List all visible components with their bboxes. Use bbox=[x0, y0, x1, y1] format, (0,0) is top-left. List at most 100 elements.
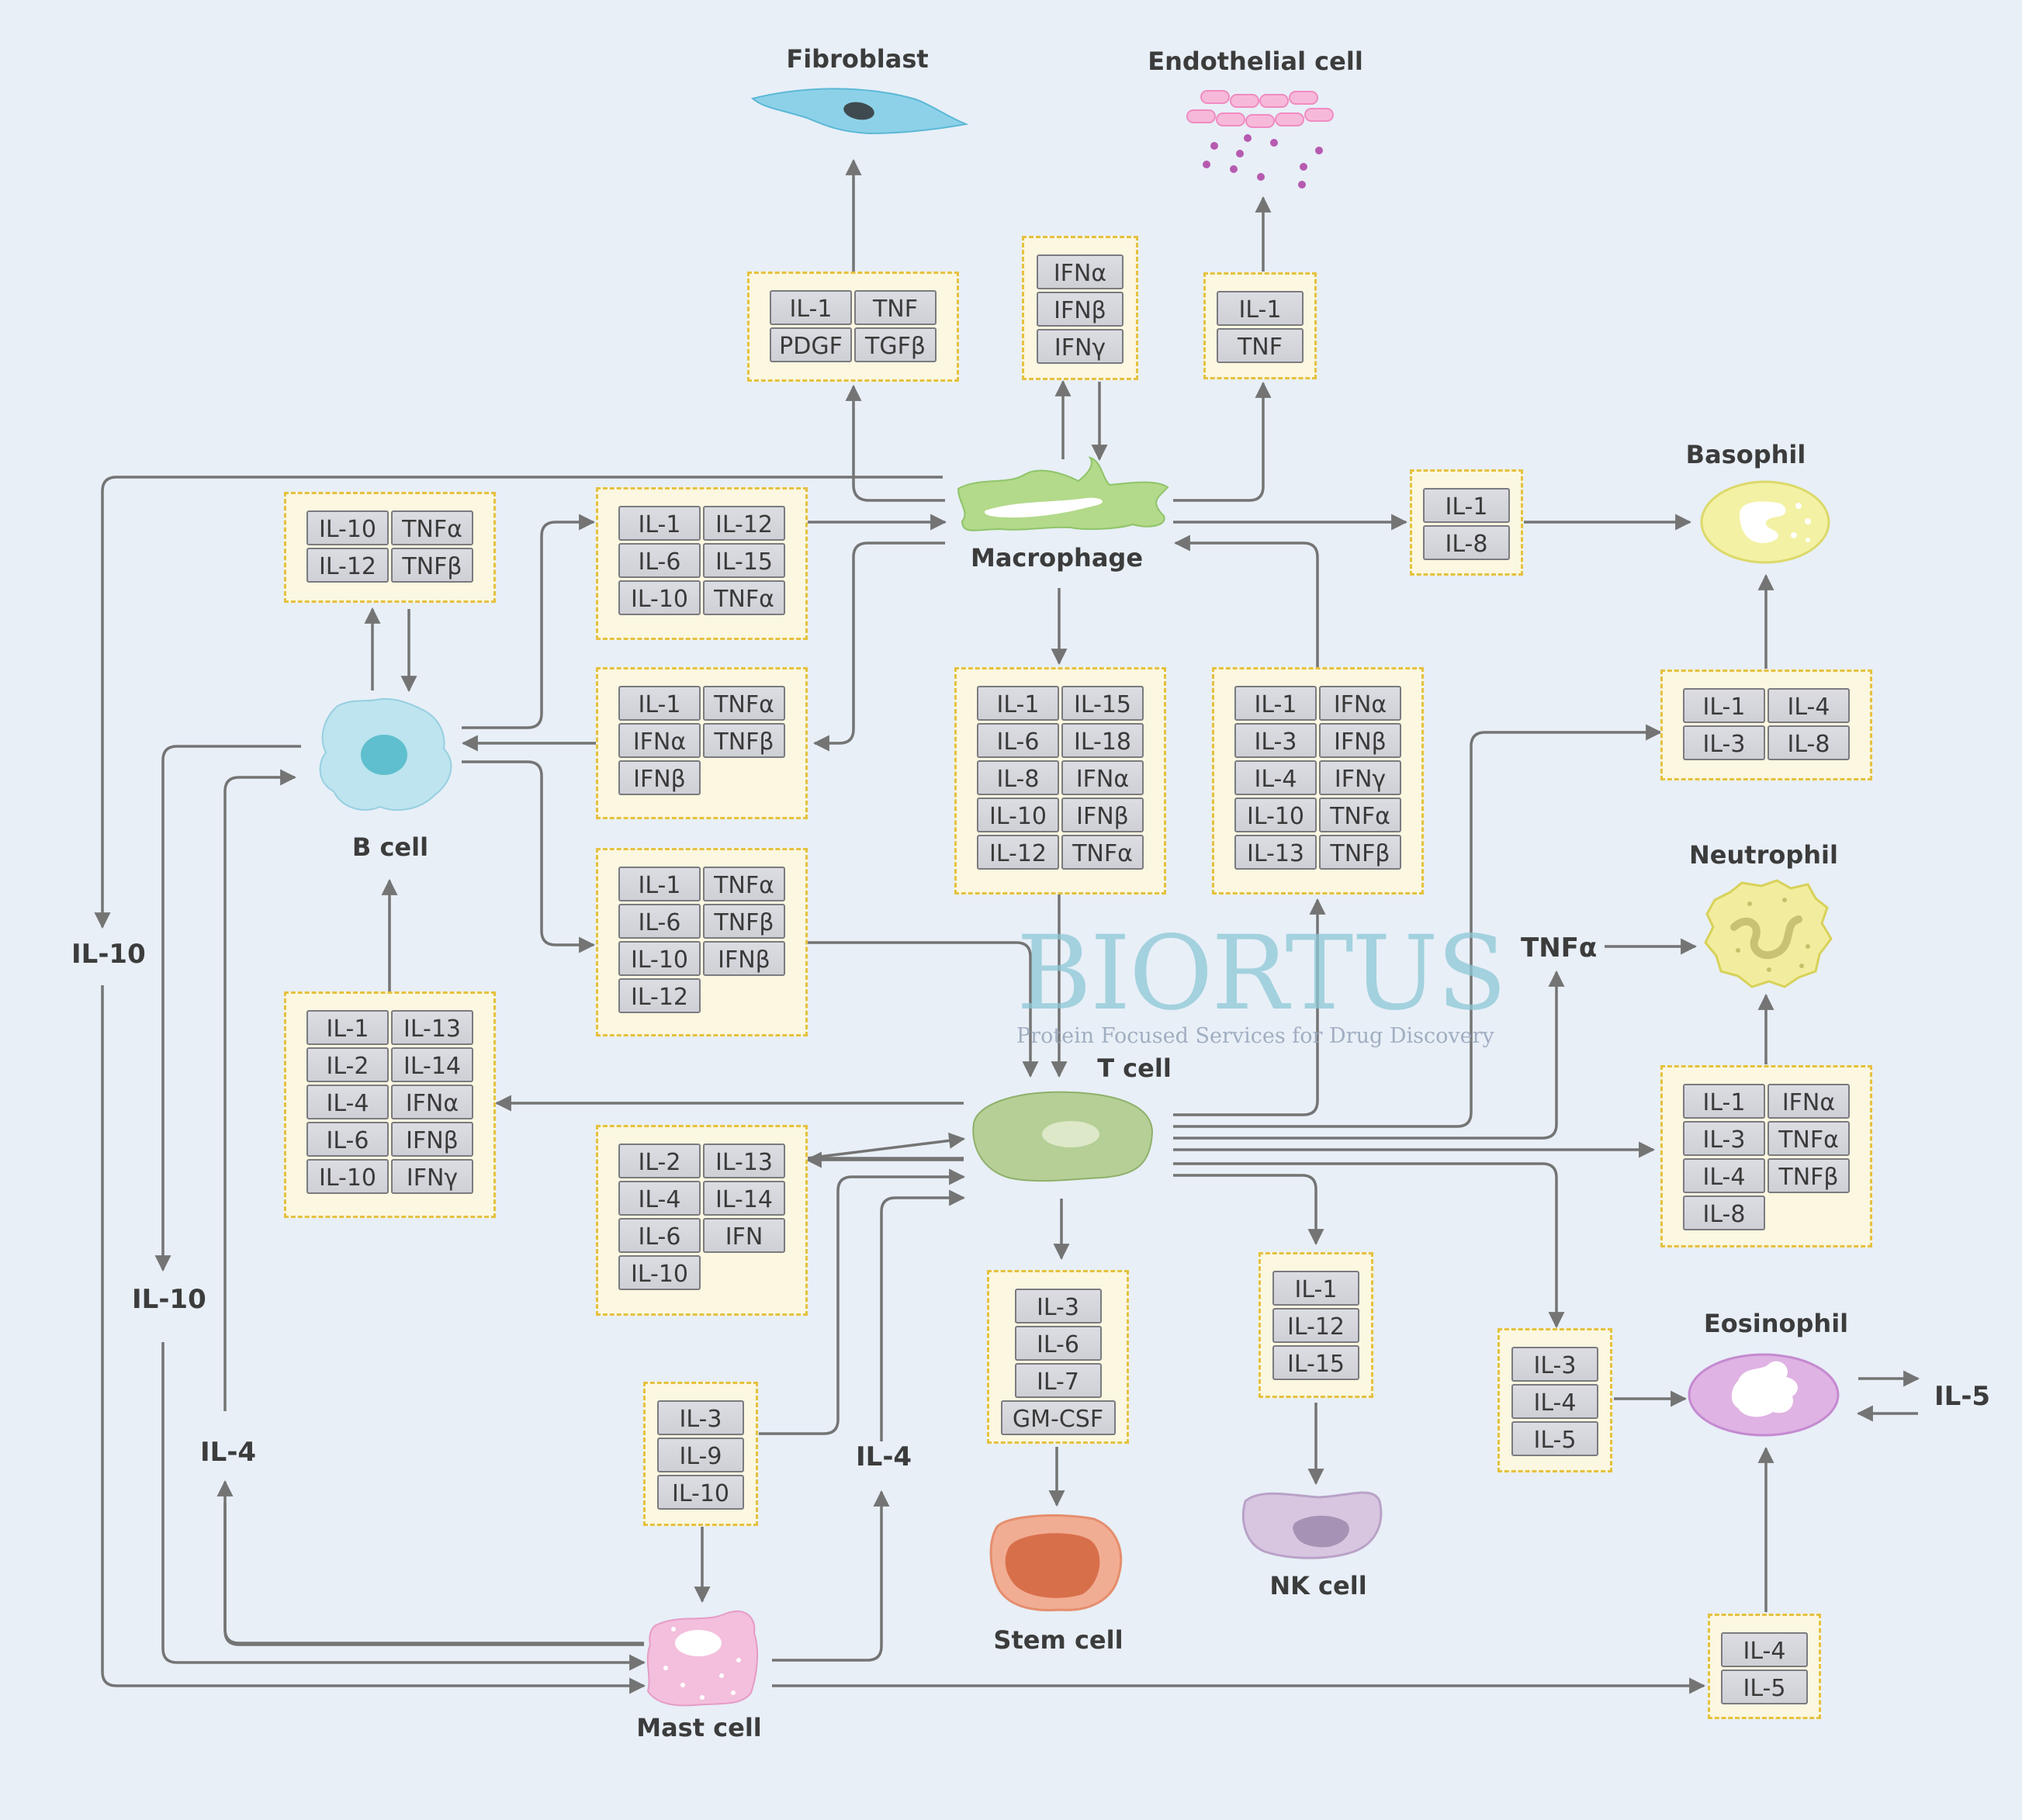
cytokine-chip: IFNβ bbox=[1319, 723, 1401, 758]
cytokine-chip: IL-10 bbox=[306, 1159, 389, 1194]
cytokine-chip: IFNγ bbox=[391, 1159, 473, 1194]
cytokine-chip: TNFα bbox=[703, 686, 785, 721]
nk-cell bbox=[1242, 1491, 1383, 1559]
cytokine-chip: IL-15 bbox=[1272, 1345, 1359, 1380]
basophil-label: Basophil bbox=[1685, 440, 1806, 469]
cytokine-chip: IL-9 bbox=[657, 1438, 744, 1472]
cytokine-chip: IL-8 bbox=[1768, 725, 1850, 760]
cytokine-chip: IL-1 bbox=[306, 1010, 389, 1045]
watermark-tagline: Protein Focused Services for Drug Discov… bbox=[1016, 1024, 1494, 1048]
stem-cell bbox=[989, 1514, 1123, 1611]
cytokine-chip: IL-6 bbox=[618, 543, 701, 578]
cytokine-chip: IL-13 bbox=[703, 1144, 785, 1178]
cytokine-chip: IL-1 bbox=[1683, 1084, 1765, 1119]
cytokine-chip: TNFα bbox=[391, 510, 473, 545]
cytokine-chip: IL-3 bbox=[657, 1400, 744, 1435]
cytokine-chip: IL-18 bbox=[1061, 723, 1144, 758]
il10-mid-label: IL-10 bbox=[132, 1284, 206, 1315]
tnfa-neutrophil-label: TNFα bbox=[1521, 932, 1598, 964]
cytokine-chip: TNFα bbox=[703, 867, 785, 901]
watermark: BIORTUS Protein Focused Services for Dru… bbox=[1016, 914, 1507, 1048]
box-macrophage-to-tcell: IL-1 IL-15 IL-6 IL-18 IL-8 IFNα IL-10 IF… bbox=[954, 667, 1166, 894]
macrophage-cell bbox=[957, 456, 1169, 531]
cytokine-chip: TNFβ bbox=[1768, 1158, 1850, 1193]
cytokine-chip: IL-10 bbox=[618, 580, 701, 615]
cytokine-chip: IL-3 bbox=[1511, 1347, 1598, 1382]
cytokine-chip: IL-4 bbox=[618, 1181, 701, 1216]
cytokine-chip: IFNβ bbox=[703, 941, 785, 976]
box-bcell-to-macrophage: IL-1 IL-12 IL-6 IL-15 IL-10 TNFα bbox=[596, 487, 808, 640]
cytokine-chip: TNF bbox=[1217, 328, 1304, 363]
cytokine-chip: IL-6 bbox=[618, 1218, 701, 1253]
t-cell-label: T cell bbox=[1097, 1054, 1172, 1083]
cytokine-chip: IL-14 bbox=[391, 1047, 473, 1082]
cytokine-chip: IL-12 bbox=[306, 548, 389, 583]
il4-mast-label: IL-4 bbox=[856, 1441, 912, 1472]
fibroblast-cell bbox=[750, 88, 969, 135]
cytokine-chip: IL-1 bbox=[618, 686, 701, 721]
b-cell bbox=[319, 697, 452, 811]
cytokine-chip: IL-10 bbox=[618, 1255, 701, 1290]
cytokine-chip: IL-10 bbox=[618, 941, 701, 976]
il5-eosinophil-label: IL-5 bbox=[1934, 1381, 1991, 1412]
cytokine-chip: IL-4 bbox=[1768, 688, 1850, 723]
cytokine-chip: IL-3 bbox=[1014, 1289, 1102, 1323]
eosinophil-label: Eosinophil bbox=[1703, 1309, 1849, 1338]
box-basophil-lower: IL-1 IL-4 IL-3 IL-8 bbox=[1660, 670, 1872, 780]
cytokine-chip: TNFβ bbox=[391, 548, 473, 583]
cytokine-chip: IFNα bbox=[1061, 760, 1144, 795]
cytokine-chip: IFNβ bbox=[391, 1122, 473, 1157]
endothelial-cell bbox=[1186, 90, 1334, 189]
cytokine-chip: IL-6 bbox=[306, 1122, 389, 1157]
arrow-connectors bbox=[94, 158, 1920, 1694]
cytokine-chip: IL-2 bbox=[618, 1144, 701, 1178]
cytokine-chip: IL-3 bbox=[1234, 723, 1317, 758]
cytokine-chip: IFNγ bbox=[1037, 329, 1124, 364]
cytokine-chip: TNFβ bbox=[703, 723, 785, 758]
cytokine-chip: IL-1 bbox=[618, 506, 701, 541]
box-interferons: IFNα IFNβ IFNγ bbox=[1022, 236, 1138, 380]
cytokine-chip: IL-10 bbox=[1234, 798, 1317, 832]
box-bcell-top: IL-10 TNFα IL-12 TNFβ bbox=[284, 492, 496, 603]
eosinophil-cell bbox=[1688, 1353, 1840, 1437]
cytokine-chip: IFNα bbox=[391, 1085, 473, 1119]
cytokine-chip: IL-1 bbox=[1272, 1271, 1359, 1306]
cytokine-chip: IL-13 bbox=[1234, 835, 1317, 870]
box-tcell-to-macrophage: IL-1 IFNα IL-3 IFNβ IL-4 IFNγ IL-10 TNFα… bbox=[1212, 667, 1424, 894]
cytokine-chip: IL-1 bbox=[1683, 688, 1765, 723]
cytokine-chip: GM-CSF bbox=[1000, 1400, 1116, 1435]
cytokine-chip: IL-1 bbox=[977, 686, 1059, 721]
cytokine-chip: IL-10 bbox=[977, 798, 1059, 832]
cytokine-chip: IL-1 bbox=[1423, 488, 1510, 523]
cytokine-chip: IL-4 bbox=[1511, 1384, 1598, 1419]
cytokine-chip: IFNα bbox=[1037, 254, 1124, 289]
cytokine-chip: IL-12 bbox=[1272, 1308, 1359, 1343]
cytokine-chip: IL-4 bbox=[1721, 1632, 1808, 1667]
cytokine-chip: IL-15 bbox=[1061, 686, 1144, 721]
il10-left-label: IL-10 bbox=[71, 939, 146, 970]
cytokine-chip: IFNβ bbox=[1061, 798, 1144, 832]
cytokine-chip: IL-6 bbox=[977, 723, 1059, 758]
cytokine-chip: IFNα bbox=[1319, 686, 1401, 721]
cytokine-chip: IL-4 bbox=[1683, 1158, 1765, 1193]
cytokine-chip: IFNβ bbox=[1037, 292, 1124, 327]
neutrophil-cell bbox=[1704, 879, 1833, 988]
cytokine-chip: IL-5 bbox=[1721, 1669, 1808, 1704]
il4-left-label: IL-4 bbox=[200, 1437, 257, 1468]
watermark-brand: BIORTUS bbox=[1016, 914, 1507, 1033]
neutrophil-label: Neutrophil bbox=[1689, 840, 1838, 870]
box-tcell-loop: IL-2 IL-13 IL-4 IL-14 IL-6 IFN IL-10 bbox=[596, 1125, 808, 1316]
cytokine-chip: IL-10 bbox=[306, 510, 389, 545]
box-to-basophil: IL-1 IL-8 bbox=[1410, 469, 1523, 576]
b-cell-label: B cell bbox=[351, 832, 429, 862]
cytokine-chip: IL-1 bbox=[1217, 291, 1304, 326]
cytokine-chip: IL-4 bbox=[306, 1085, 389, 1119]
cytokine-chip: TGFβ bbox=[854, 327, 937, 362]
cytokine-chip: IL-3 bbox=[1683, 725, 1765, 760]
box-mast-to-eosinophil: IL-4 IL-5 bbox=[1708, 1614, 1821, 1719]
macrophage-label: Macrophage bbox=[970, 543, 1144, 573]
box-to-endothelial: IL-1 TNF bbox=[1203, 272, 1317, 379]
mast-cell-label: Mast cell bbox=[636, 1713, 762, 1742]
